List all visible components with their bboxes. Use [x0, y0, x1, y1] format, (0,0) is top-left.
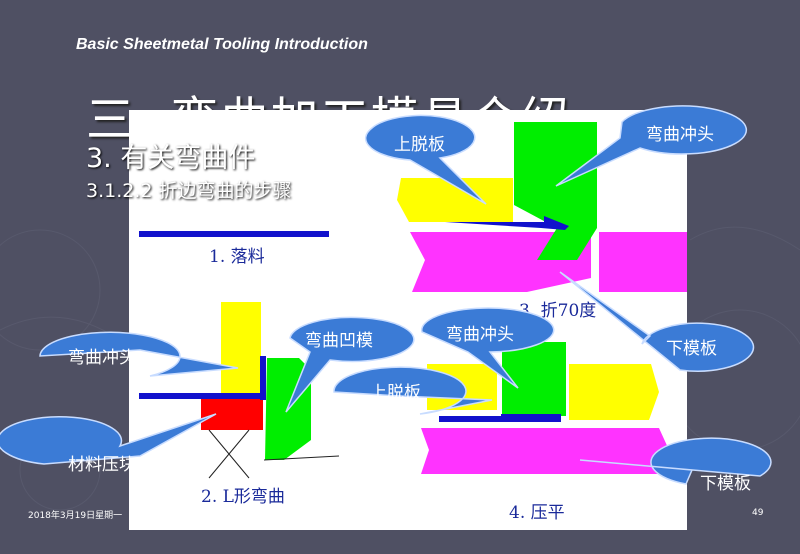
step1-label: 1. 落料: [209, 247, 265, 267]
sheet-step4: [439, 416, 551, 422]
upper-stripper-step4-right: [569, 364, 659, 420]
footer-date: 2018年3月19日星期一: [28, 511, 123, 521]
bend-punch-step2: [221, 302, 261, 394]
pad-guide-lines: [208, 429, 250, 479]
lower-die-step4: [421, 428, 669, 474]
slide-header: Basic Sheetmetal Tooling Introduction: [76, 36, 368, 53]
step3-label: 3. 折70度: [519, 301, 596, 321]
material-pad-step2: [201, 398, 263, 430]
lower-die-step3-right: [599, 232, 687, 292]
sheet-step2-v: [260, 356, 266, 400]
sheet-step2-h: [139, 393, 264, 399]
bend-punch-step4: [502, 342, 566, 416]
slide-subtitle: 3. 有关弯曲件: [86, 143, 256, 174]
sheet-step3: [445, 216, 569, 230]
die-base-line: [263, 455, 340, 461]
sheet-step4-end: [501, 414, 561, 422]
upper-stripper-step3: [397, 178, 513, 222]
section-heading: 3.1.2.2 折边弯曲的步骤: [86, 180, 292, 202]
bend-die-step2: [265, 358, 311, 460]
step2-label: 2. L形弯曲: [201, 487, 285, 507]
page-number: 49: [752, 508, 764, 518]
upper-stripper-step4: [427, 364, 497, 410]
step4-label: 4. 压平: [509, 503, 565, 523]
blank-sheet: [139, 231, 329, 237]
